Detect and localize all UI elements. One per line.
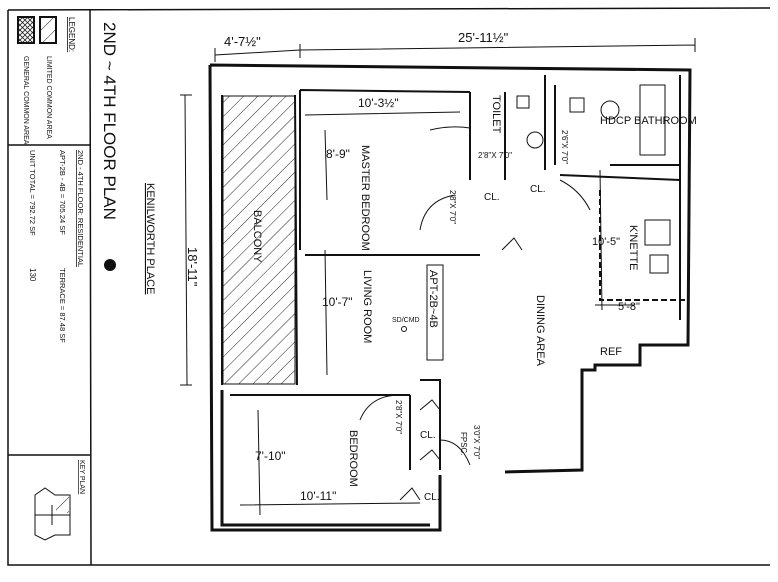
room-balcony: BALCONY	[251, 210, 263, 263]
title-block: LEGEND: LIMITED COMMON AREA GENERAL COMM…	[7, 7, 771, 566]
room-ref: REF	[600, 346, 622, 358]
door-labels: 2'8"X 7'0" 2'6"X 7'0" 2'8"X 7'0" 2'8"X 7…	[394, 130, 569, 459]
room-hdcp-bathroom: HDCP BATHROOM	[600, 115, 697, 127]
dim-living-depth: 10'-7"	[322, 295, 353, 309]
limited-common-area-swatch	[39, 16, 57, 44]
closet-3: CL.	[420, 430, 436, 441]
room-kitchenette: K'NETTE	[627, 225, 639, 271]
room-labels: MASTER BEDROOM TOILET HDCP BATHROOM BALC…	[251, 95, 697, 503]
apt-area: APT-2B - 4B = 705.24 SF	[58, 150, 67, 235]
closet-1: CL.	[484, 192, 500, 203]
door-label-1: 2'8"X 7'0"	[478, 151, 512, 160]
room-living-room: LIVING ROOM	[361, 270, 373, 343]
room-master-bedroom: MASTER BEDROOM	[359, 145, 371, 251]
dim-kitchen-length: 10'-5"	[592, 236, 620, 248]
door-label-5: 3'0"X 7'0"	[472, 425, 481, 459]
dimension-lines	[180, 38, 696, 516]
closet-4: CL.	[424, 492, 440, 503]
project-name: KENILWORTH PLACE	[144, 183, 156, 294]
walls	[208, 63, 692, 532]
general-common-area-swatch	[17, 16, 35, 44]
door-label-3: 2'8"X 7'0"	[448, 190, 457, 224]
terrace-area: TERRACE = 87.48 SF	[58, 268, 67, 343]
legend-title: LEGEND:	[67, 17, 76, 52]
sheet-title: 2ND ~ 4TH FLOOR PLAN	[100, 22, 119, 220]
door-label-2: 2'6"X 7'0"	[560, 130, 569, 164]
room-dining-area: DINING AREA	[534, 295, 546, 367]
north-arrow-icon	[104, 259, 116, 271]
dim-top-right: 25'-11½"	[458, 30, 509, 45]
room-toilet: TOILET	[490, 95, 502, 134]
door-label-fpsc: FPSC.	[459, 432, 468, 456]
apartment-label-box	[426, 264, 444, 361]
dim-top-left: 4'-7½"	[224, 34, 261, 49]
dim-balcony-length: 18'-11"	[185, 247, 200, 287]
dim-kitchen-width: 5'-8"	[618, 301, 640, 313]
unit-number: 130	[28, 268, 37, 282]
unit-total: UNIT TOTAL = 792.72 SF	[28, 150, 37, 236]
fixtures	[516, 84, 685, 301]
smoke-detector-label: SD/CMD	[392, 317, 420, 324]
room-bedroom: BEDROOM	[347, 430, 359, 487]
door-swings	[359, 126, 591, 501]
legend-item-general: GENERAL COMMON AREA	[22, 56, 29, 145]
area-heading: 2ND - 4TH FLOOR: RESIDENTIAL	[76, 150, 85, 267]
balcony-area	[222, 95, 296, 385]
dim-bedroom-depth: 7'-10"	[255, 449, 286, 463]
room-apartment: APT-2B~4B	[427, 270, 439, 328]
dim-bedroom-width: 10'-11"	[300, 489, 336, 503]
key-plan-icon	[34, 487, 71, 541]
key-plan-label: KEY PLAN	[78, 460, 85, 494]
dim-master-width: 10'-3½"	[358, 96, 399, 110]
closet-2: CL.	[530, 184, 546, 195]
smoke-detector-icon	[401, 326, 407, 332]
door-label-4: 2'8"X 7'0"	[394, 400, 403, 434]
dim-master-depth: 8'-9"	[326, 147, 350, 161]
legend-item-limited: LIMITED COMMON AREA	[45, 56, 52, 139]
